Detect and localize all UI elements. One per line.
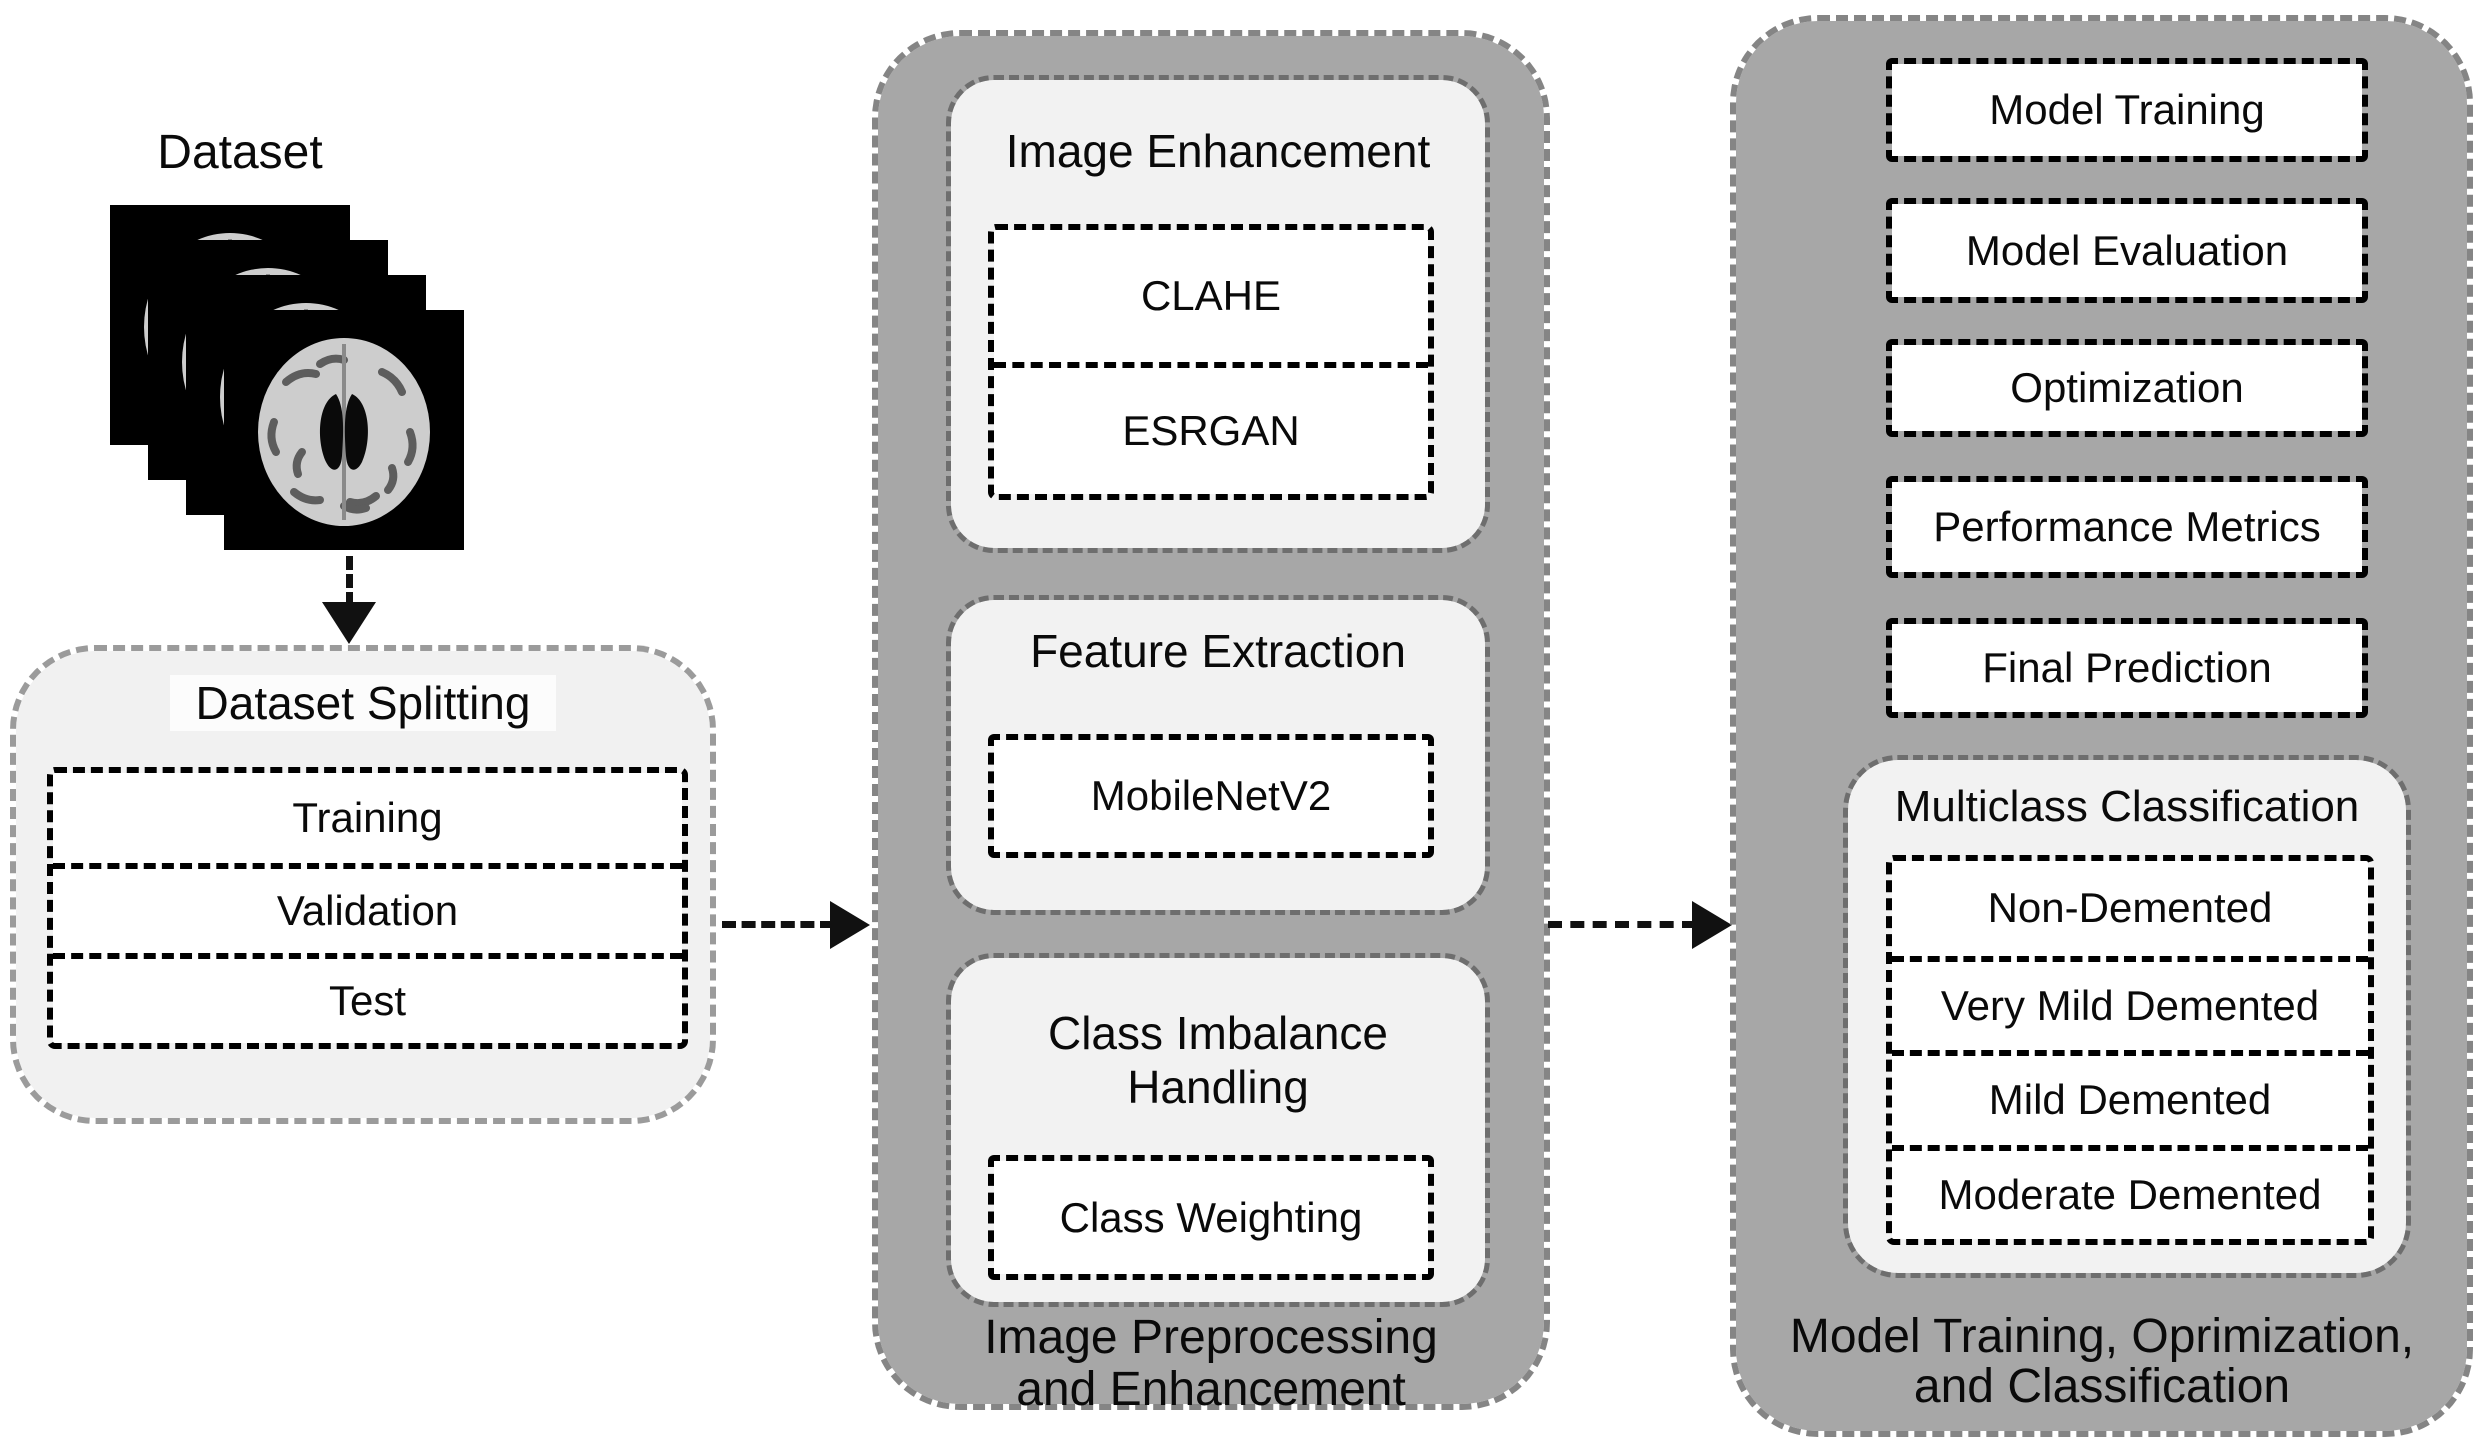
arrowhead-down-icon: [322, 602, 376, 644]
class-mild-demented: Mild Demented: [1892, 1050, 2368, 1145]
arrowhead-right-icon: [1692, 901, 1732, 949]
split-row-training: Training: [292, 794, 443, 841]
brain-mri-image: [224, 310, 464, 550]
method-mobilenetv2: MobileNetV2: [988, 734, 1434, 858]
dataset-splitting-title-text: Dataset Splitting: [169, 675, 557, 731]
arrow-split-to-preprocessing: [722, 921, 834, 928]
split-row-validation: Validation: [53, 863, 682, 953]
class-very-mild-demented: Very Mild Demented: [1892, 955, 2368, 1051]
split-row-test: Test: [53, 953, 682, 1043]
step-model-evaluation: Model Evaluation: [1886, 198, 2368, 303]
brain-slice-icon: [224, 310, 464, 550]
step-final-prediction: Final Prediction: [1886, 618, 2368, 718]
arrowhead-right-icon: [830, 901, 870, 949]
arrow-preprocessing-to-training: [1548, 921, 1696, 928]
step-performance-metrics: Performance Metrics: [1886, 476, 2368, 578]
class-moderate-demented: Moderate Demented: [1892, 1144, 2368, 1240]
step-model-training: Model Training: [1886, 58, 2368, 162]
method-esrgan: ESRGAN: [994, 362, 1428, 494]
method-clahe: CLAHE: [1140, 272, 1282, 319]
dataset-splitting-title: Dataset Splitting: [10, 675, 716, 731]
step-optimization: Optimization: [1886, 339, 2368, 437]
preprocessing-caption: Image Preprocessing and Enhancement: [984, 1311, 1438, 1416]
method-class-weighting: Class Weighting: [988, 1155, 1434, 1280]
class-imbalance-title: Class Imbalance Handling: [1047, 1007, 1389, 1113]
split-rows: Training Validation Test: [47, 767, 688, 1049]
feature-extraction-title: Feature Extraction: [1030, 625, 1406, 677]
class-non-demented: Non-Demented: [1987, 884, 2273, 932]
multiclass-title: Multiclass Classification: [1894, 782, 2360, 831]
image-enhancement-title: Image Enhancement: [1005, 125, 1431, 177]
arrow-dataset-to-split: [346, 556, 353, 606]
image-enhancement-methods: CLAHE ESRGAN: [988, 224, 1434, 500]
multiclass-rows: Non-Demented Very Mild Demented Mild Dem…: [1886, 855, 2374, 1245]
dataset-label: Dataset: [157, 126, 323, 179]
training-caption: Model Training, Oprimization, and Classi…: [1789, 1310, 2415, 1413]
